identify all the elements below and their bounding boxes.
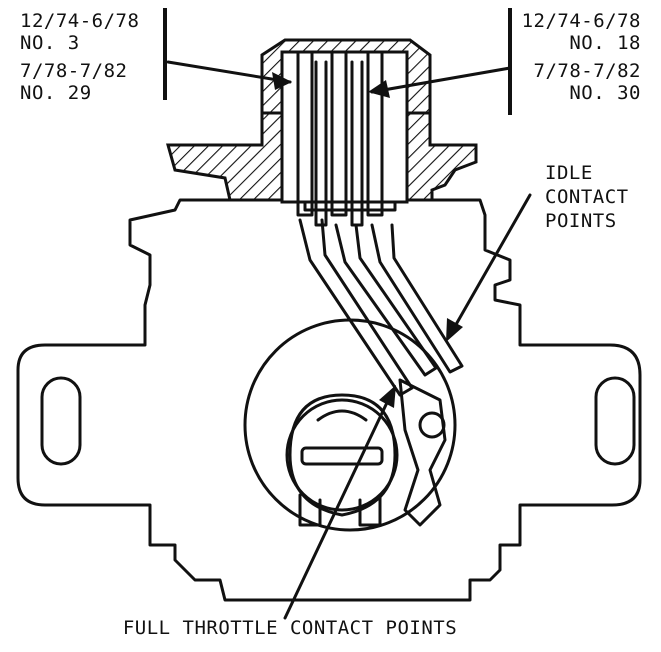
switch-body-outline	[16, 198, 642, 602]
label-idle-line1: IDLE	[545, 162, 593, 184]
terminal-right	[366, 50, 384, 217]
left-mount-slot	[40, 376, 82, 466]
label-top-left-no2: NO. 29	[20, 82, 92, 104]
label-top-left-no1: NO. 3	[20, 32, 80, 54]
rotor-slot	[300, 446, 384, 466]
cam-pin	[418, 411, 446, 439]
connector-housing-right	[388, 111, 478, 202]
leader-full-throttle	[283, 390, 394, 620]
label-top-right-range1: 12/74-6/78	[521, 10, 641, 32]
rotor-inner	[285, 398, 399, 512]
rotor-hub	[288, 393, 397, 517]
contact-arm-mid	[334, 223, 438, 377]
right-mount-slot	[594, 376, 636, 466]
label-idle-line2: CONTACT	[545, 186, 629, 208]
label-top-right-no1: NO. 18	[569, 32, 641, 54]
label-top-right-no2: NO. 30	[569, 82, 641, 104]
terminal-mid	[330, 50, 348, 217]
leader-top-left	[166, 60, 292, 84]
leader-top-right	[370, 66, 512, 94]
rotor-disc	[243, 318, 457, 532]
contact-arm-left	[298, 218, 414, 397]
leader-idle	[448, 193, 532, 337]
contact-arm-right	[370, 223, 464, 374]
label-idle-line3: POINTS	[545, 210, 617, 232]
cam-lever	[398, 378, 447, 527]
label-top-left-range2: 7/78-7/82	[20, 60, 128, 82]
label-top-left-range1: 12/74-6/78	[20, 10, 140, 32]
connector-housing	[166, 111, 302, 202]
terminal-left	[296, 50, 314, 217]
label-top-right-range2: 7/78-7/82	[533, 60, 641, 82]
label-full-throttle: FULL THROTTLE CONTACT POINTS	[122, 617, 458, 639]
